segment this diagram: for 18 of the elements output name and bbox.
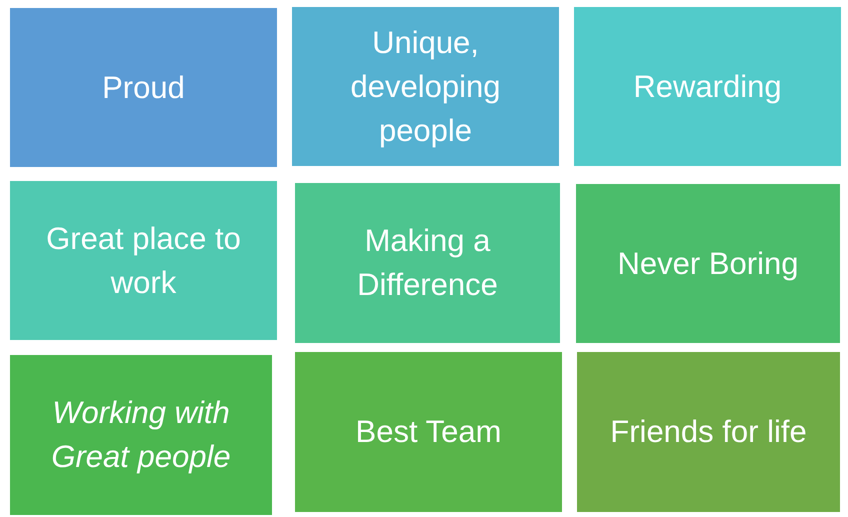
tile-text: Making a Difference [356, 222, 499, 304]
word-tile [576, 184, 840, 343]
tile-text: Rewarding [633, 68, 782, 106]
tile-text: Best Team [356, 413, 502, 451]
word-tile [10, 355, 272, 515]
tile-text: Proud [102, 68, 185, 106]
word-tile [10, 181, 277, 340]
tile-text: Working with Great people [50, 394, 232, 476]
word-tile [295, 183, 560, 343]
tile-text: Friends for life [610, 413, 807, 451]
word-tile [577, 352, 840, 512]
word-tile [292, 7, 559, 166]
tile-text: Unique, developing people [350, 24, 502, 150]
tile-text: Never Boring [618, 244, 798, 282]
word-tile [10, 8, 277, 167]
word-tile [295, 352, 562, 512]
word-tile [574, 7, 841, 166]
tile-text: Great place to work [45, 220, 242, 302]
